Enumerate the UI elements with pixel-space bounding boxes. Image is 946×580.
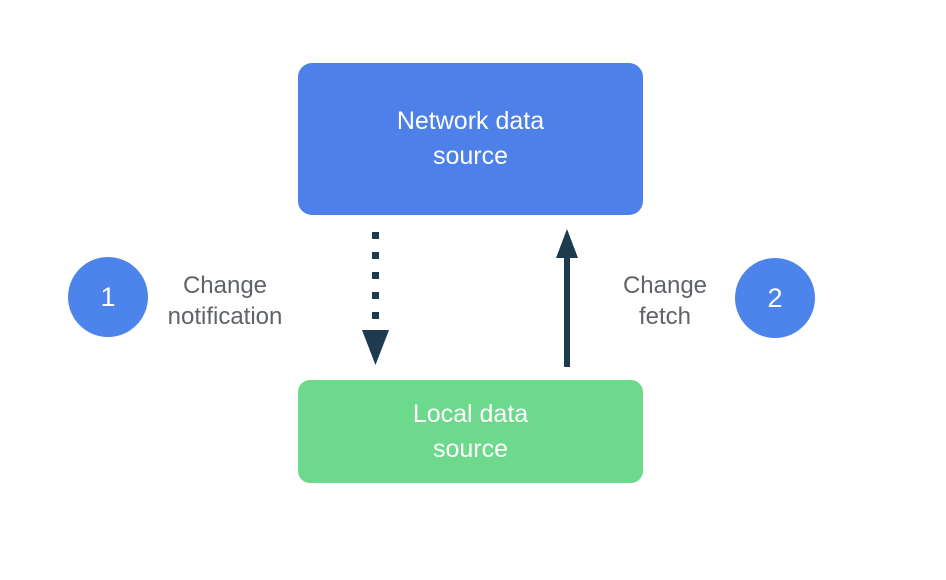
step-1-number: 1 — [100, 281, 116, 312]
step-1-label: Change notification — [167, 272, 283, 330]
change-notification-arrow — [362, 232, 389, 365]
step-2-label: Change fetch — [622, 272, 708, 330]
step-2-badge: 2 — [735, 258, 815, 338]
local-data-source-node: Local data source — [298, 380, 643, 483]
local-node-label: Local data source — [412, 399, 529, 463]
change-fetch-arrow — [556, 229, 578, 367]
step-2-number: 2 — [767, 282, 783, 313]
network-node-label: Network data source — [396, 107, 545, 170]
network-data-source-node: Network data source — [298, 63, 643, 215]
step-1-badge: 1 — [68, 257, 148, 337]
